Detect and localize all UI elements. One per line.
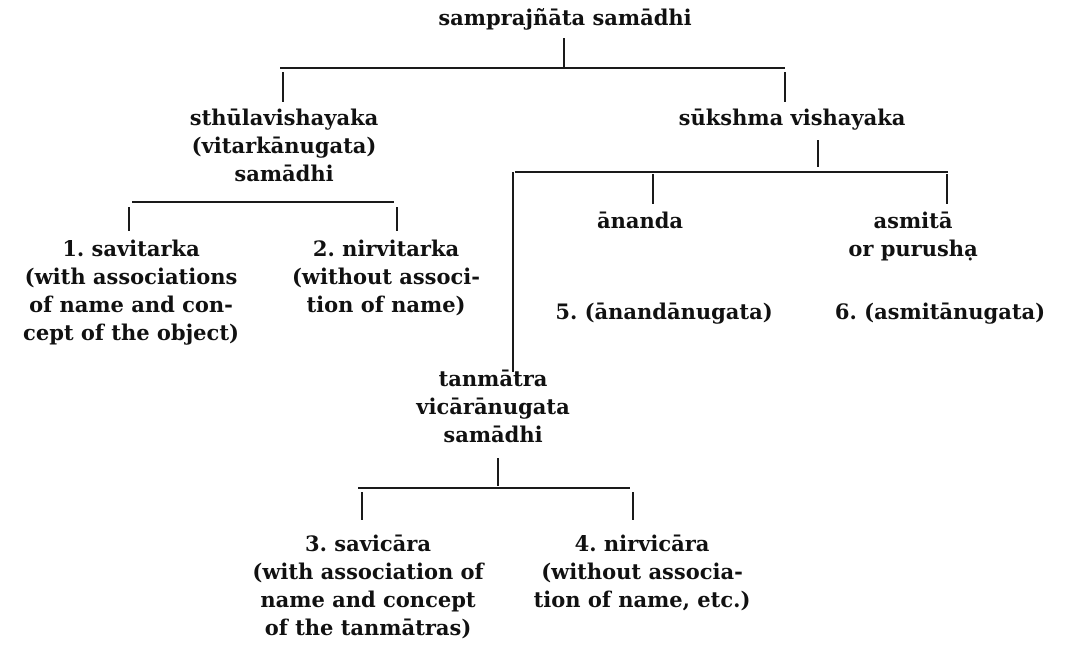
node-label: (vitarkānugata) <box>191 133 377 158</box>
node-label: of name and con- <box>29 292 233 317</box>
node-label: 3. savicāra <box>305 531 431 556</box>
node-label: (without associ- <box>292 264 480 289</box>
connector-sukshma-down <box>817 140 819 167</box>
node-ananda: ānanda <box>597 207 683 235</box>
node-label: of the tanmātras) <box>264 615 472 640</box>
node-tanmatra-vicaranugata: tanmātra vicārānugata samādhi <box>416 365 569 449</box>
node-label: (with association of <box>252 559 484 584</box>
node-label: sūkshma vishayaka <box>678 105 906 130</box>
node-samprajnata-samadhi: samprajñāta samādhi <box>438 4 691 32</box>
node-anandanugata: 5. (ānandānugata) <box>555 298 772 326</box>
connector-to-savicara <box>361 492 363 520</box>
node-sthulavishayaka: sthūlavishayaka (vitarkānugata) samādhi <box>190 104 379 188</box>
node-label: 2. nirvitarka <box>312 236 460 261</box>
node-label: (without associa- <box>541 559 743 584</box>
node-savicara: 3. savicāra (with association of name an… <box>252 530 483 642</box>
node-asmitanugata: 6. (asmitānugata) <box>835 298 1045 326</box>
node-label: 1. savitarka <box>62 236 200 261</box>
connector-to-nirvicara <box>632 492 634 520</box>
node-sukshma-vishayaka: sūkshma vishayaka <box>679 104 906 132</box>
node-label: ānanda <box>596 208 684 233</box>
node-nirvitarka: 2. nirvitarka (without associ- tion of n… <box>292 235 480 319</box>
node-label: 6. (asmitānugata) <box>834 299 1046 324</box>
node-savitarka: 1. savitarka (with associations of name … <box>23 235 239 347</box>
node-asmita: asmitā or purushạ <box>848 207 977 263</box>
connector-sukshma-branch <box>515 171 948 173</box>
node-label: cept of the object) <box>23 320 239 345</box>
connector-to-asmita <box>946 174 948 204</box>
node-label: asmitā <box>873 208 953 233</box>
connector-sthula-branch <box>132 201 394 203</box>
node-label: sthūlavishayaka <box>189 105 379 130</box>
connector-to-sukshma <box>784 72 786 102</box>
node-label: vicārānugata <box>416 394 570 419</box>
connector-to-ananda <box>652 174 654 204</box>
node-label: (with associations <box>24 264 238 289</box>
connector-tanmatra-down <box>497 458 499 486</box>
connector-to-sthula <box>282 72 284 102</box>
connector-root-down <box>563 38 565 68</box>
node-label: tion of name) <box>306 292 466 317</box>
connector-to-tanmatra <box>512 172 514 372</box>
node-label: samādhi <box>234 161 334 186</box>
connector-root-branch <box>280 67 785 69</box>
connector-to-savitarka <box>128 207 130 231</box>
node-label: samādhi <box>443 422 543 447</box>
node-label: tion of name, etc.) <box>533 587 751 612</box>
node-nirvicara: 4. nirvicāra (without associa- tion of n… <box>534 530 751 614</box>
node-label: tanmātra <box>438 366 548 391</box>
node-label: 5. (ānandānugata) <box>555 299 773 324</box>
connector-tanmatra-branch <box>358 487 630 489</box>
connector-to-nirvitarka <box>396 207 398 231</box>
node-label: 4. nirvicāra <box>574 531 710 556</box>
node-label: name and concept <box>260 587 476 612</box>
node-label: samprajñāta samādhi <box>438 5 692 30</box>
node-label: or purushạ <box>848 236 978 261</box>
